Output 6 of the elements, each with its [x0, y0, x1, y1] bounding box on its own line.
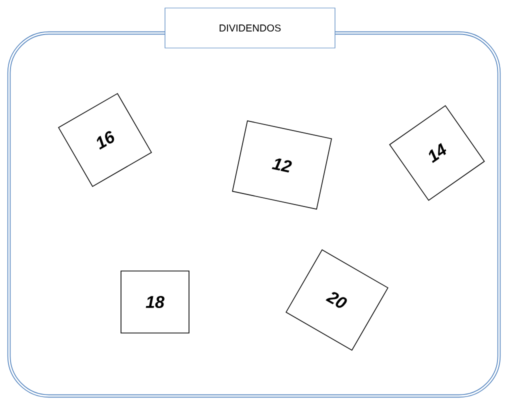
frame	[7, 8, 501, 398]
number-card: 18	[120, 270, 190, 334]
heading: DIVIDENDOS	[220, 24, 281, 32]
number-card: 16	[58, 93, 152, 187]
number-card: 14	[389, 105, 485, 201]
number-card: 20	[286, 249, 388, 351]
